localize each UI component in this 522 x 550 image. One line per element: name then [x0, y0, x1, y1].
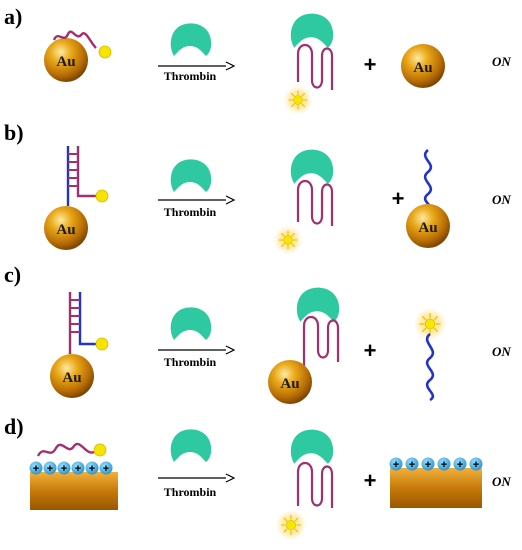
arrow-label: Thrombin: [164, 485, 217, 499]
gold-nanoparticle: Au: [44, 38, 88, 82]
thrombin-aptamer-complex: [282, 13, 334, 116]
arrow-label: Thrombin: [164, 205, 217, 219]
fluorophore: [98, 45, 112, 59]
reaction-arrow: [158, 473, 236, 483]
panel-c: c) Au Thrombin Au: [4, 262, 511, 404]
panel-label: a): [4, 4, 22, 29]
reaction-arrow: [158, 195, 236, 205]
plus-charge: +: [89, 463, 95, 475]
plus-sign: +: [364, 52, 377, 77]
panel-label: c): [4, 262, 21, 287]
duplex-dna: [68, 292, 96, 354]
plus-charge: +: [61, 463, 67, 475]
cationic-layer: + + + + + +: [389, 457, 483, 471]
reaction-arrow: [158, 61, 236, 71]
status-label: ON: [492, 54, 511, 69]
plus-charge: +: [473, 459, 479, 471]
thrombin-protein: [170, 429, 212, 462]
fluorophore: [95, 189, 109, 203]
arrow-label: Thrombin: [164, 69, 217, 83]
status-label: ON: [492, 344, 511, 359]
au-label: Au: [56, 222, 75, 238]
panel-d: d) + + + + + + Thr: [4, 414, 511, 541]
plus-charge: +: [409, 459, 415, 471]
plus-charge: +: [393, 459, 399, 471]
au-label: Au: [56, 54, 75, 70]
released-fluorescent-complement: [413, 307, 447, 402]
gold-nanoparticle: Au: [50, 354, 94, 398]
panel-label: d): [4, 414, 24, 439]
released-gold-nanoparticle: Au: [401, 44, 445, 88]
thrombin-aptamer-complex: [272, 149, 334, 256]
reaction-arrow: [158, 345, 236, 355]
au-label: Au: [280, 376, 299, 392]
plus-charge: +: [47, 463, 53, 475]
panel-a: a) Au Thrombin + Au ON: [4, 4, 511, 116]
plus-charge: +: [103, 463, 109, 475]
plus-sign: +: [392, 186, 405, 211]
plus-charge: +: [33, 463, 39, 475]
bare-cationic-gold-film: + + + + + +: [389, 457, 483, 508]
thrombin-protein: [170, 23, 212, 56]
panel-b: b) Au Thrombin +: [4, 120, 511, 256]
au-label: Au: [418, 220, 437, 236]
thrombin-protein: [170, 159, 212, 192]
thrombin-aptamer-gold-complex: Au: [268, 287, 340, 404]
fluorophore: [93, 443, 107, 457]
gold-nanoparticle: Au: [44, 206, 88, 250]
plus-sign: +: [364, 468, 377, 493]
panel-label: b): [4, 120, 24, 145]
plus-charge: +: [441, 459, 447, 471]
plus-charge: +: [75, 463, 81, 475]
plus-charge: +: [425, 459, 431, 471]
adsorbed-aptamer: [52, 30, 97, 49]
thrombin-protein: [170, 307, 212, 340]
plus-charge: +: [457, 459, 463, 471]
au-label: Au: [62, 370, 81, 386]
duplex-dna: [66, 146, 96, 206]
arrow-label: Thrombin: [164, 355, 217, 369]
cationic-layer: + + + + + +: [29, 461, 113, 475]
status-label: ON: [492, 192, 511, 207]
au-label: Au: [413, 60, 432, 76]
thrombin-aptamer-complex: [275, 429, 334, 541]
status-label: ON: [492, 474, 511, 489]
plus-sign: +: [364, 338, 377, 363]
released-complement-on-gold: Au: [406, 148, 450, 248]
fluorophore: [95, 337, 109, 351]
gold-film-with-cationic-layer: + + + + + +: [29, 442, 118, 510]
